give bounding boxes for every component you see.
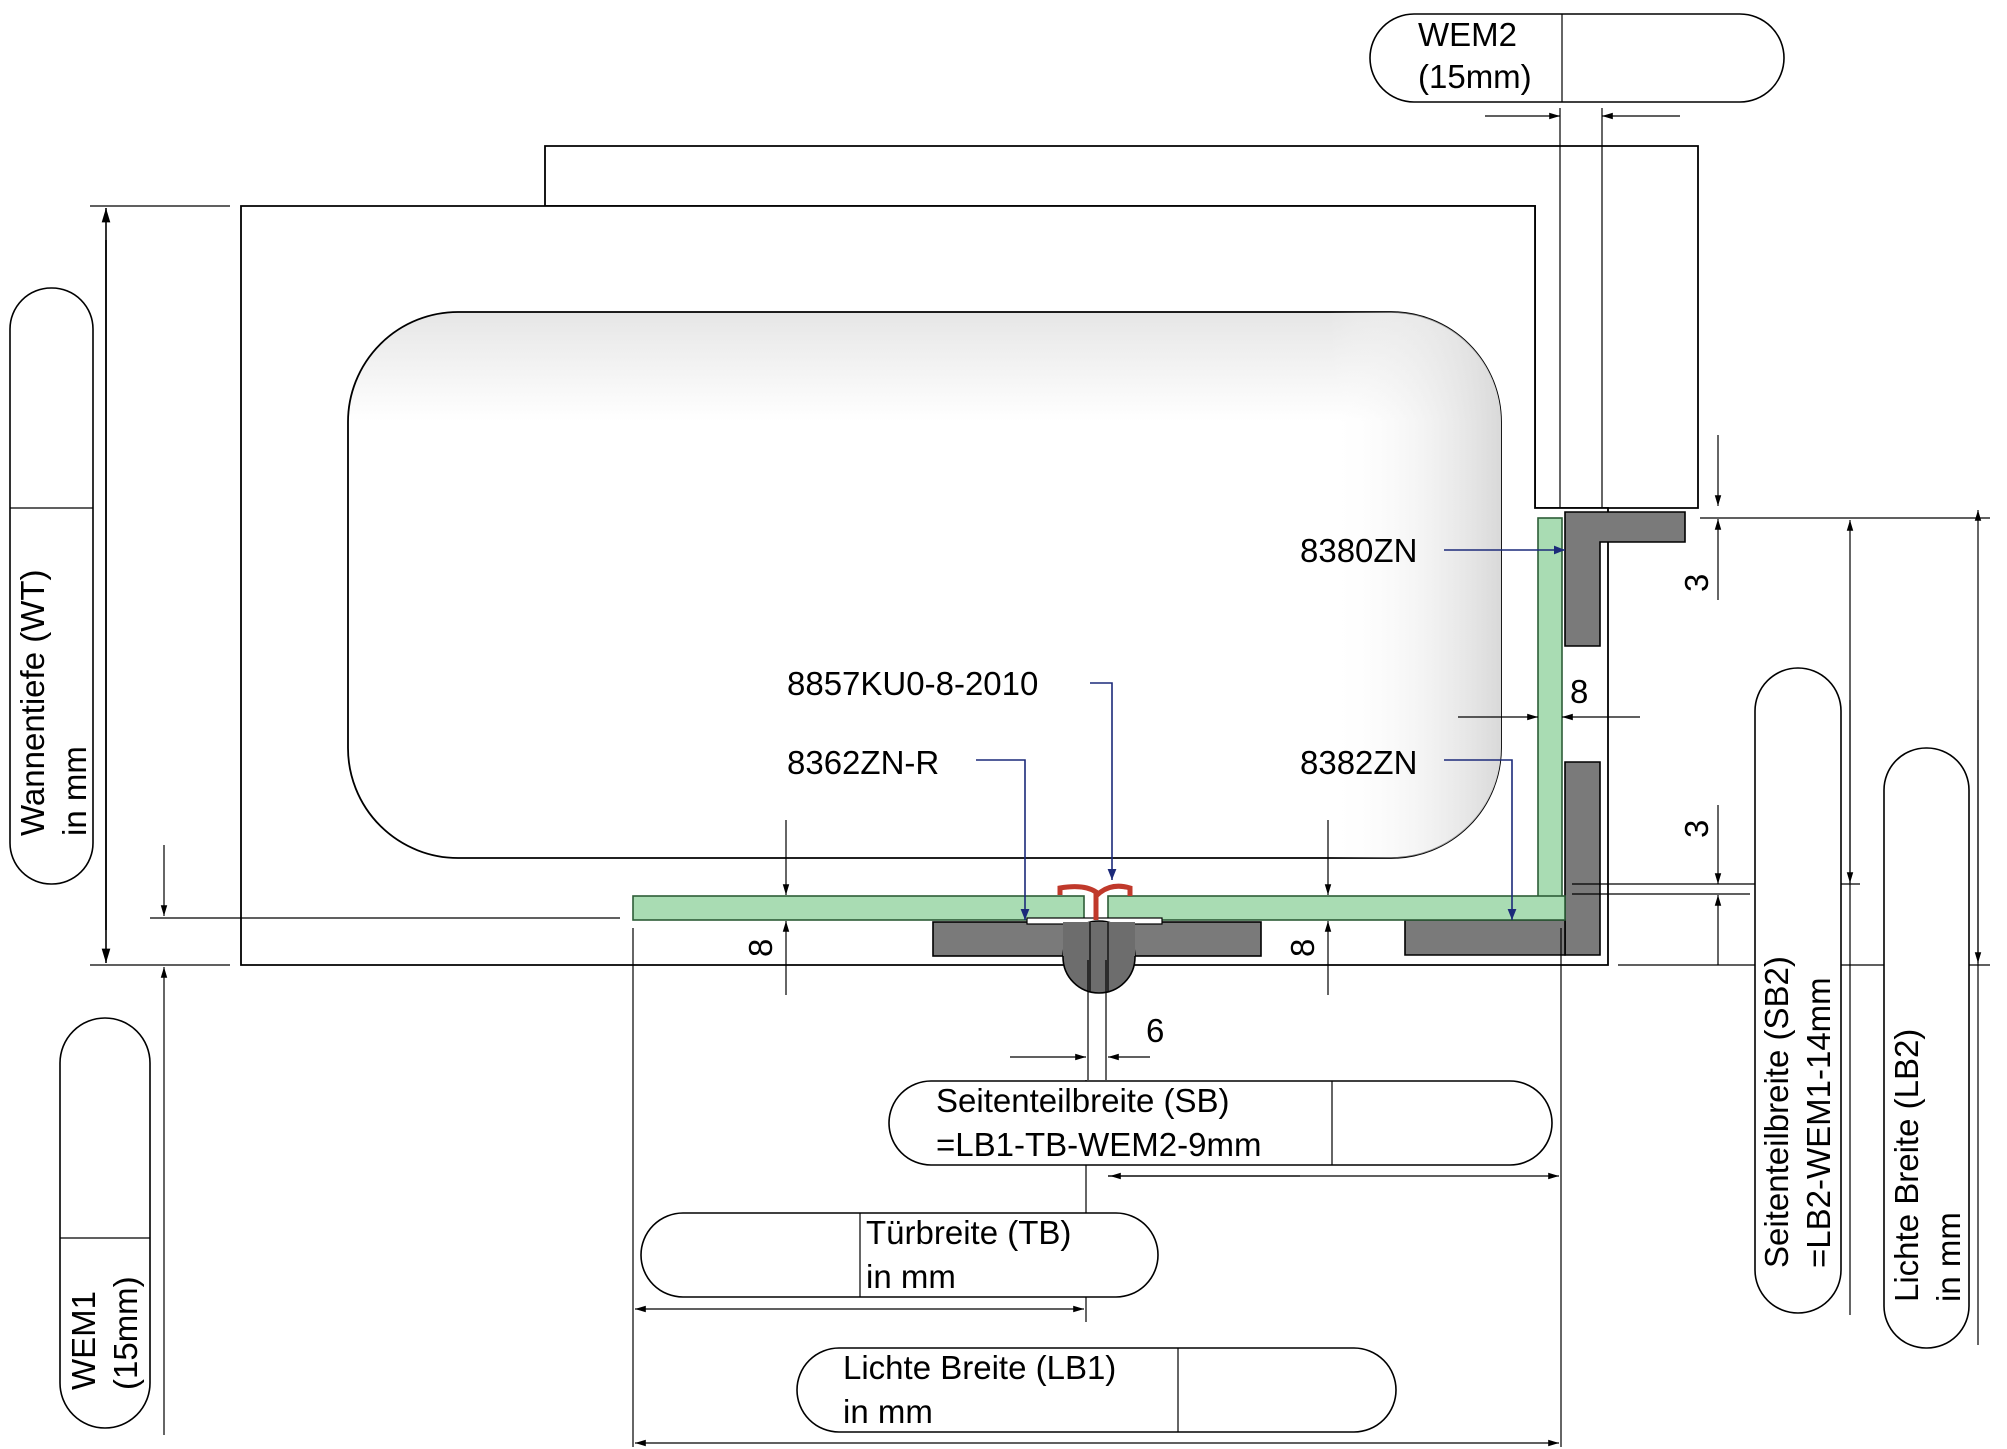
leader-8382ZN: [1444, 759, 1517, 920]
wem2-line1: WEM2: [1418, 16, 1517, 53]
part-label-8380ZN: 8380ZN: [1300, 532, 1417, 569]
leader-8857: [1090, 682, 1117, 880]
wem1-line1: WEM1: [65, 1291, 102, 1390]
part-label-8857: 8857KU0-8-2010: [787, 665, 1038, 702]
part-label-8362: 8362ZN-R: [787, 744, 939, 781]
dim-8-mid-value: 8: [1284, 939, 1321, 957]
bottom-glass-left: [632, 895, 1085, 921]
leader-8362: [976, 759, 1030, 920]
dim-3-top-value: 3: [1678, 574, 1715, 592]
profile-8382ZN-vertical: [1564, 761, 1601, 956]
wem2-line2: (15mm): [1418, 58, 1532, 95]
sb-label: Seitenteilbreite (SB) =LB1-TB-WEM2-9mm: [888, 1080, 1553, 1166]
tb-label: Türbreite (TB) in mm: [640, 1212, 1159, 1298]
lb2-line2: in mm: [1930, 1212, 1967, 1302]
dim-wem1: [150, 845, 620, 1435]
hinge-knob: [1062, 920, 1136, 994]
sb2-line2: =LB2-WEM1-14mm: [1800, 977, 1837, 1268]
profile-8382ZN-bottom: [1404, 919, 1566, 956]
lb2-label: Lichte Breite (LB2) in mm: [1883, 747, 1970, 1349]
lb1-line1: Lichte Breite (LB1): [843, 1349, 1116, 1386]
lb2-line1: Lichte Breite (LB2): [1888, 1029, 1925, 1302]
lb1-label: Lichte Breite (LB1) in mm: [796, 1347, 1397, 1433]
sb-line2: =LB1-TB-WEM2-9mm: [936, 1126, 1261, 1163]
dim-3-top: [1700, 435, 1990, 600]
dim-6-value: 6: [1146, 1012, 1164, 1049]
wannentiefe-label: Wannentiefe (WT) in mm: [9, 287, 94, 885]
wem1-line2: (15mm): [107, 1276, 144, 1390]
right-glass-panel: [1537, 517, 1563, 924]
seal-8857: [1057, 883, 1133, 920]
dim-wem2: [1485, 108, 1680, 508]
dim-8-left-value: 8: [742, 939, 779, 957]
wem2-label: WEM2 (15mm): [1369, 13, 1785, 103]
tub-basin: [347, 311, 1502, 859]
lb1-line2: in mm: [843, 1393, 933, 1430]
tb-line2: in mm: [866, 1258, 956, 1295]
part-label-8382ZN: 8382ZN: [1300, 744, 1417, 781]
dim-3-bottom-value: 3: [1678, 820, 1715, 838]
sb-line1: Seitenteilbreite (SB): [936, 1082, 1229, 1119]
sb2-line1: Seitenteilbreite (SB2): [1758, 956, 1795, 1268]
tb-line1: Türbreite (TB): [866, 1214, 1071, 1251]
profile-8380ZN: [1564, 511, 1686, 647]
wem1-label: WEM1 (15mm): [59, 1017, 151, 1429]
bottom-glass-right: [1107, 895, 1566, 921]
sb2-label: Seitenteilbreite (SB2) =LB2-WEM1-14mm: [1754, 667, 1842, 1314]
wannentiefe-line1: Wannentiefe (WT): [14, 569, 51, 836]
wannentiefe-line2: in mm: [56, 746, 93, 836]
dim-8-right-value: 8: [1570, 673, 1588, 710]
dim-wannentiefe: [90, 205, 230, 966]
dim-6: [1010, 960, 1150, 1080]
